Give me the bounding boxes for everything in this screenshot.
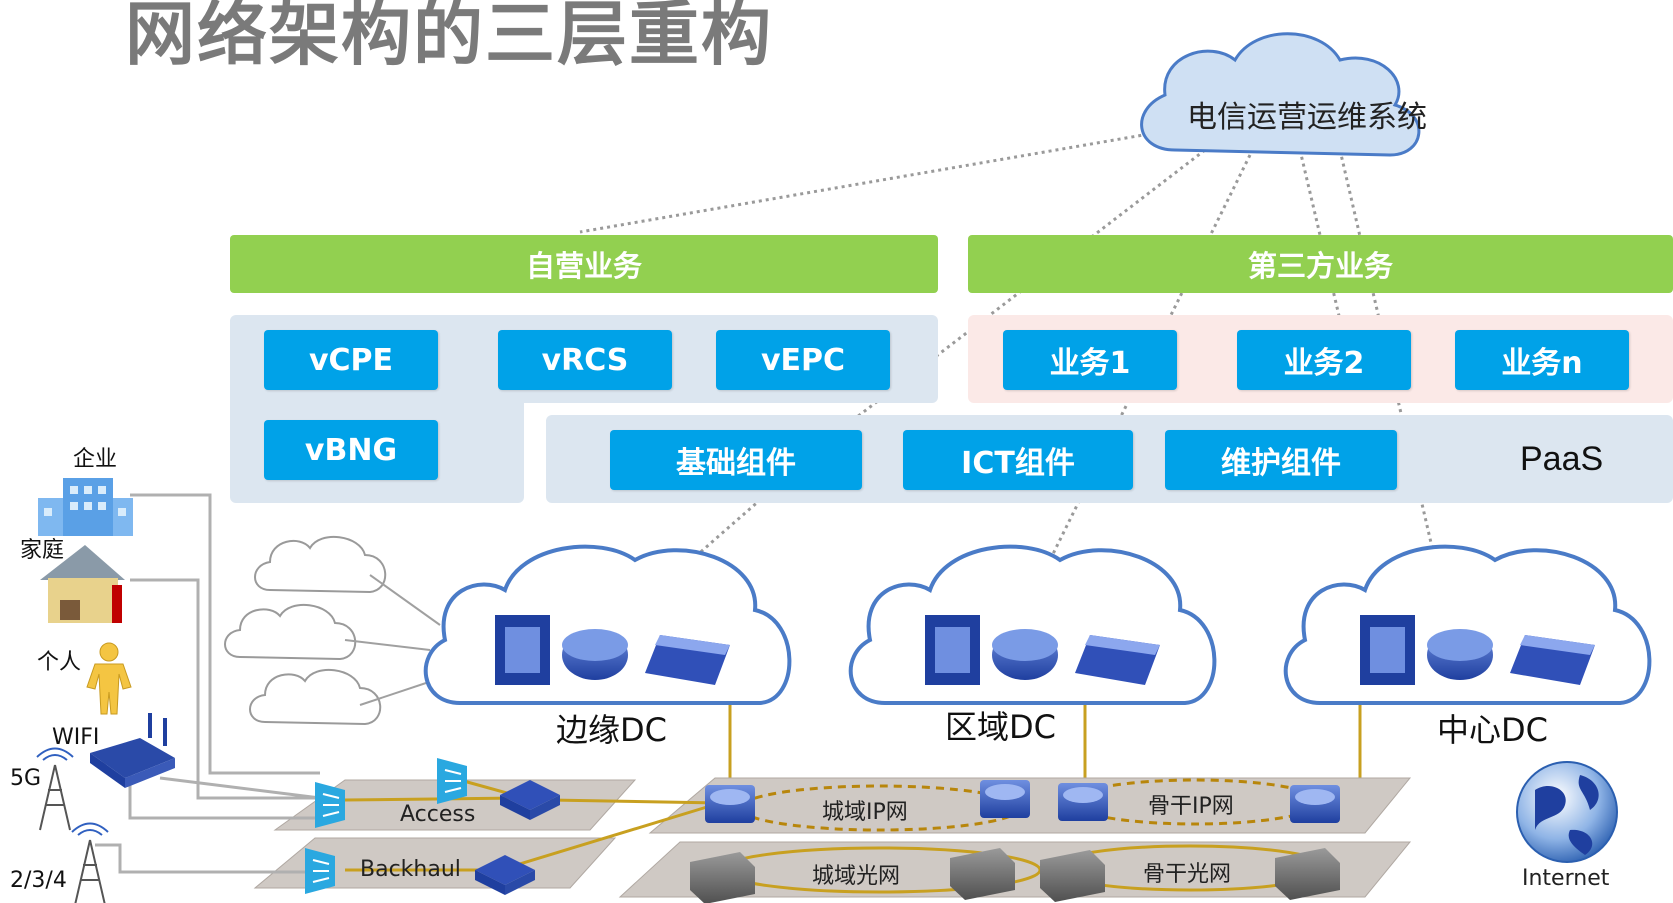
access-label: Access (400, 802, 476, 827)
backbone-ip-label: 骨干IP网 (1148, 794, 1234, 819)
page-title: 网络架构的三层重构 (125, 0, 773, 75)
vbng-button[interactable]: vBNG (264, 420, 438, 480)
enterprise-label: 企业 (73, 447, 118, 472)
dc-devices (495, 615, 1595, 685)
wifi-label: WIFI (52, 725, 100, 750)
backhaul-label: Backhaul (360, 857, 461, 882)
service-n-button[interactable]: 业务n (1455, 330, 1629, 390)
edge-dc-label: 边缘DC (556, 711, 667, 749)
ops-system-label: 电信运营运维系统 (1187, 100, 1427, 135)
service-2-button[interactable]: 业务2 (1237, 330, 1411, 390)
paas-label: PaaS (1520, 440, 1604, 478)
vepc-button[interactable]: vEPC (716, 330, 890, 390)
region-dc-cloud (848, 544, 1217, 705)
backbone-optical-label: 骨干光网 (1143, 862, 1232, 887)
metro-optical-label: 城域光网 (812, 864, 901, 889)
edge-dc-cloud (423, 544, 792, 705)
center-dc-label: 中心DC (1437, 711, 1548, 749)
internet-label: Internet (1522, 866, 1610, 891)
personal-label: 个人 (37, 650, 82, 675)
vrcs-button[interactable]: vRCS (498, 330, 672, 390)
base-component-button[interactable]: 基础组件 (610, 430, 862, 490)
optical-nodes (690, 848, 1340, 903)
metro-ip-label: 城域IP网 (822, 800, 908, 825)
234g-label: 2/3/4 (10, 868, 67, 893)
internet-globe-icon (1516, 761, 1618, 863)
access-clouds (224, 535, 387, 726)
ict-component-button[interactable]: ICT组件 (903, 430, 1133, 490)
user-icons (36, 478, 175, 903)
vcpe-button[interactable]: vCPE (264, 330, 438, 390)
access-devices (305, 758, 560, 895)
home-label: 家庭 (20, 538, 65, 563)
5g-label: 5G (10, 766, 42, 791)
third-party-business-bar: 第三方业务 (968, 235, 1673, 293)
center-dc-cloud (1283, 544, 1652, 705)
maintenance-component-button[interactable]: 维护组件 (1165, 430, 1397, 490)
service-1-button[interactable]: 业务1 (1003, 330, 1177, 390)
region-dc-label: 区域DC (945, 708, 1056, 746)
self-business-bar: 自营业务 (230, 235, 938, 293)
ops-cloud-shape (1140, 32, 1421, 157)
ip-routers (705, 780, 1340, 823)
